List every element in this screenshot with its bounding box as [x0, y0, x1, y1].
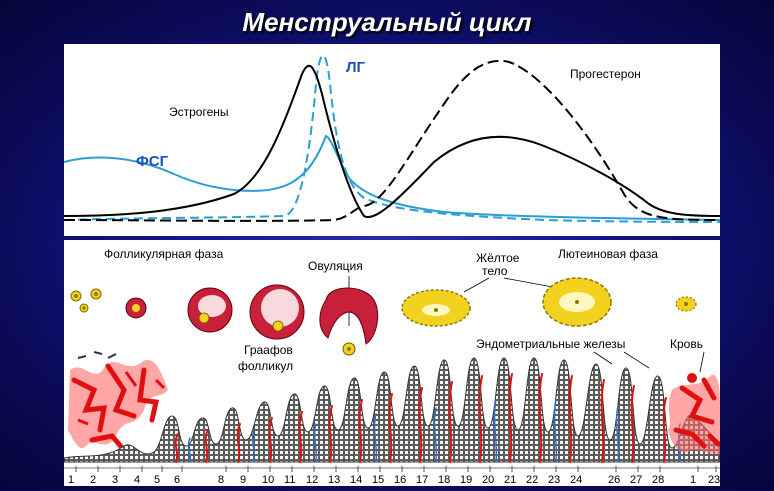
day-label: 15	[372, 474, 384, 486]
primary-follicle	[125, 297, 147, 319]
blood-pointer	[699, 351, 705, 373]
hormone-chart-panel: Эстрогены ФСГ ЛГ Прогестерон	[63, 44, 721, 236]
day-label: 3	[714, 474, 720, 486]
estrogen-curve	[63, 64, 721, 219]
day-label: 26	[608, 474, 620, 486]
slide-title: Менструальный цикл	[242, 7, 532, 37]
day-label: 2	[90, 474, 96, 486]
day-label: 4	[134, 474, 140, 486]
day-label: 14	[350, 474, 362, 486]
fsh-curve	[63, 134, 721, 221]
mature-corpus-luteum	[542, 277, 612, 327]
menstrual-blood-left	[68, 351, 168, 453]
ovulation-label: Овуляция	[308, 259, 363, 273]
cycle-illustration: Фолликулярная фаза Лютеиновая фаза Овуля…	[63, 247, 723, 486]
follicular-phase-label: Фолликулярная фаза	[104, 247, 224, 261]
graafian-follicle	[249, 284, 305, 340]
endometrium	[63, 351, 721, 463]
blood-label: Кровь	[670, 337, 703, 351]
day-label: 28	[652, 474, 664, 486]
day-label: 24	[570, 474, 582, 486]
day-label: 1	[690, 474, 696, 486]
spiral-arteries	[174, 373, 682, 463]
day-label: 21	[504, 474, 516, 486]
glands-pointer-2	[623, 351, 650, 369]
day-label: 17	[416, 474, 428, 486]
day-label: 3	[112, 474, 118, 486]
day-label: 19	[460, 474, 472, 486]
day-label: 27	[630, 474, 642, 486]
secondary-follicle	[187, 287, 233, 333]
day-label: 22	[526, 474, 538, 486]
early-corpus-luteum	[401, 289, 471, 327]
graafian-label-2: фолликул	[238, 359, 293, 373]
ruptured-follicle	[319, 287, 379, 356]
hormone-chart: Эстрогены ФСГ ЛГ Прогестерон	[63, 54, 721, 223]
day-label: 23	[548, 474, 560, 486]
day-label: 8	[218, 474, 224, 486]
day-label: 11	[284, 474, 295, 486]
lh-label: ЛГ	[346, 59, 366, 76]
corpus-luteum-pointer-1	[463, 277, 490, 293]
graafian-label-1: Граафов	[244, 343, 293, 357]
regressing-corpus-luteum	[675, 296, 697, 312]
primordial-follicles	[70, 288, 102, 313]
day-label: 10	[262, 474, 274, 486]
glands-pointer-1	[593, 351, 613, 365]
progesterone-curve	[63, 59, 721, 222]
day-label: 5	[154, 474, 160, 486]
day-label: 1	[68, 474, 74, 486]
corpus-luteum-label-1: Жёлтое	[476, 251, 520, 265]
day-label: 13	[328, 474, 340, 486]
fsh-label: ФСГ	[136, 153, 169, 170]
luteal-phase-label: Лютеиновая фаза	[558, 247, 658, 261]
menstrual-blood-right	[668, 373, 721, 455]
day-label: 12	[306, 474, 318, 486]
day-label: 9	[240, 474, 246, 486]
estrogen-label: Эстрогены	[169, 105, 229, 119]
day-label: 6	[174, 474, 180, 486]
corpus-luteum-label-2: тело	[482, 264, 508, 278]
ovary-endometrium-panel: Фолликулярная фаза Лютеиновая фаза Овуля…	[63, 240, 723, 486]
day-label: 16	[394, 474, 406, 486]
day-label: 18	[438, 474, 450, 486]
day-label: 2	[708, 474, 714, 486]
endometrial-glands-label: Эндометриальные железы	[476, 337, 625, 351]
progesterone-label: Прогестерон	[570, 67, 641, 81]
day-label: 20	[482, 474, 494, 486]
